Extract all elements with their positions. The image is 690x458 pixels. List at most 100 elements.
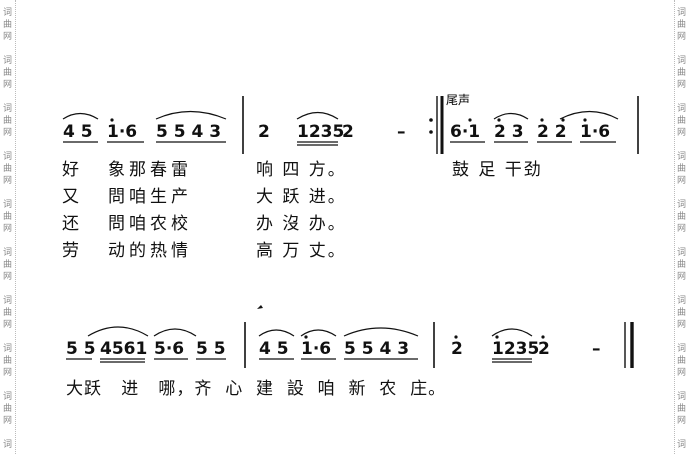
lyric-verse1-a: 好 (62, 160, 79, 180)
watermark-char: 词 (3, 56, 13, 66)
slur (62, 112, 99, 120)
watermark-char: 曲 (677, 260, 687, 270)
breath-mark (257, 305, 263, 309)
watermark-char: 网 (3, 176, 13, 186)
watermark-char: 网 (677, 368, 687, 378)
watermark-char: 词 (677, 104, 687, 114)
note-group: – (592, 339, 601, 359)
lyric-verse1-b: 象那春雷 (108, 160, 192, 180)
watermark-char: 曲 (3, 260, 13, 270)
note-group: 1·6 (301, 339, 331, 359)
slur (491, 328, 533, 337)
watermark-char: 词 (677, 200, 687, 210)
slur (153, 328, 197, 337)
watermark-char: 曲 (677, 20, 687, 30)
watermark-char: 词 (677, 440, 687, 450)
watermark-char: 网 (3, 272, 13, 282)
watermark-char: 网 (3, 368, 13, 378)
watermark-char: 曲 (677, 356, 687, 366)
lyric-verse4-a: 劳 (62, 241, 79, 261)
watermark-char: 词 (3, 296, 13, 306)
repeat-dot (429, 118, 433, 122)
watermark-char: 词 (3, 152, 13, 162)
watermark-char: 网 (677, 224, 687, 234)
watermark-char: 词 (677, 248, 687, 258)
note-group: 1·6 (107, 122, 137, 142)
lyric-verse2-a: 又 (62, 187, 79, 207)
note-group: 2 3 (494, 122, 524, 142)
slur (87, 326, 149, 337)
octave-dot (454, 335, 458, 339)
octave-dot (541, 335, 545, 339)
octave-dot (304, 335, 308, 339)
slur (343, 327, 419, 337)
octave-dot (110, 118, 114, 122)
slur (300, 329, 337, 337)
lyric-verse4-c: 高 万 丈。 (256, 241, 347, 261)
octave-dot (497, 118, 501, 122)
watermark-char: 网 (677, 176, 687, 186)
watermark-char: 网 (3, 32, 13, 42)
slur (493, 112, 529, 120)
watermark-char: 网 (677, 320, 687, 330)
watermark-char: 词 (3, 200, 13, 210)
watermark-char: 曲 (3, 404, 13, 414)
note-group: 1235 (297, 122, 344, 142)
watermark-char: 网 (677, 416, 687, 426)
watermark-char: 网 (3, 416, 13, 426)
lyric-verse1-d: 鼓 足 干劲 (452, 160, 543, 180)
watermark-char: 网 (3, 320, 13, 330)
lyric-verse1-c: 响 四 方。 (256, 160, 347, 180)
note-group: 5 5 4 3 (344, 339, 409, 359)
watermark-char: 词 (677, 8, 687, 18)
note-group: 5 5 (66, 339, 96, 359)
watermark-char: 网 (677, 32, 687, 42)
section-label: 尾声 (446, 93, 470, 107)
watermark-char: 曲 (3, 164, 13, 174)
watermark-char: 曲 (3, 116, 13, 126)
note-group: 2 (451, 339, 463, 359)
note-group: 5·6 (154, 339, 184, 359)
note-group: 1·6 (580, 122, 610, 142)
watermark-char: 网 (677, 128, 687, 138)
watermark-char: 曲 (677, 308, 687, 318)
slur (258, 329, 295, 337)
octave-dot (583, 118, 587, 122)
watermark-char: 曲 (3, 356, 13, 366)
watermark-char: 词 (677, 152, 687, 162)
note-group: 4 5 (259, 339, 289, 359)
slur (155, 110, 227, 120)
watermark-char: 曲 (677, 212, 687, 222)
watermark-char: 网 (3, 128, 13, 138)
note-group: 4561 (100, 339, 147, 359)
watermark-strip-left: 词曲网词曲网词曲网词曲网词曲网词曲网词曲网词曲网词曲网词 (1, 0, 16, 454)
lyric-verse3-a: 还 (62, 214, 79, 234)
note-group: 5 5 4 3 (156, 122, 221, 142)
watermark-char: 曲 (3, 68, 13, 78)
watermark-char: 曲 (677, 404, 687, 414)
watermark-strip-right: 词曲网词曲网词曲网词曲网词曲网词曲网词曲网词曲网词曲网词 (674, 0, 689, 454)
watermark-char: 曲 (3, 20, 13, 30)
repeat-dot (429, 130, 433, 134)
lyric-verse2-c: 大 跃 进。 (256, 187, 347, 207)
watermark-char: 词 (3, 104, 13, 114)
lyric-verse3-b: 問咱农校 (108, 214, 192, 234)
watermark-char: 词 (677, 56, 687, 66)
watermark-char: 曲 (677, 116, 687, 126)
lyrics-line2: 大跃 进 哪，齐 心 建 設 咱 新 农 庄。 (66, 379, 447, 399)
watermark-char: 网 (677, 272, 687, 282)
watermark-char: 曲 (3, 212, 13, 222)
note-group: 2 2 (537, 122, 567, 142)
watermark-char: 网 (3, 80, 13, 90)
watermark-char: 词 (677, 344, 687, 354)
watermark-char: 词 (3, 8, 13, 18)
octave-dot (540, 118, 544, 122)
note-group: 2 (342, 122, 354, 142)
watermark-char: 曲 (677, 164, 687, 174)
lyric-verse2-b: 問咱生产 (108, 187, 192, 207)
watermark-char: 曲 (3, 308, 13, 318)
watermark-char: 词 (3, 344, 13, 354)
octave-dot (495, 335, 499, 339)
slur (559, 110, 619, 120)
lyric-verse4-b: 动的热情 (108, 241, 192, 261)
